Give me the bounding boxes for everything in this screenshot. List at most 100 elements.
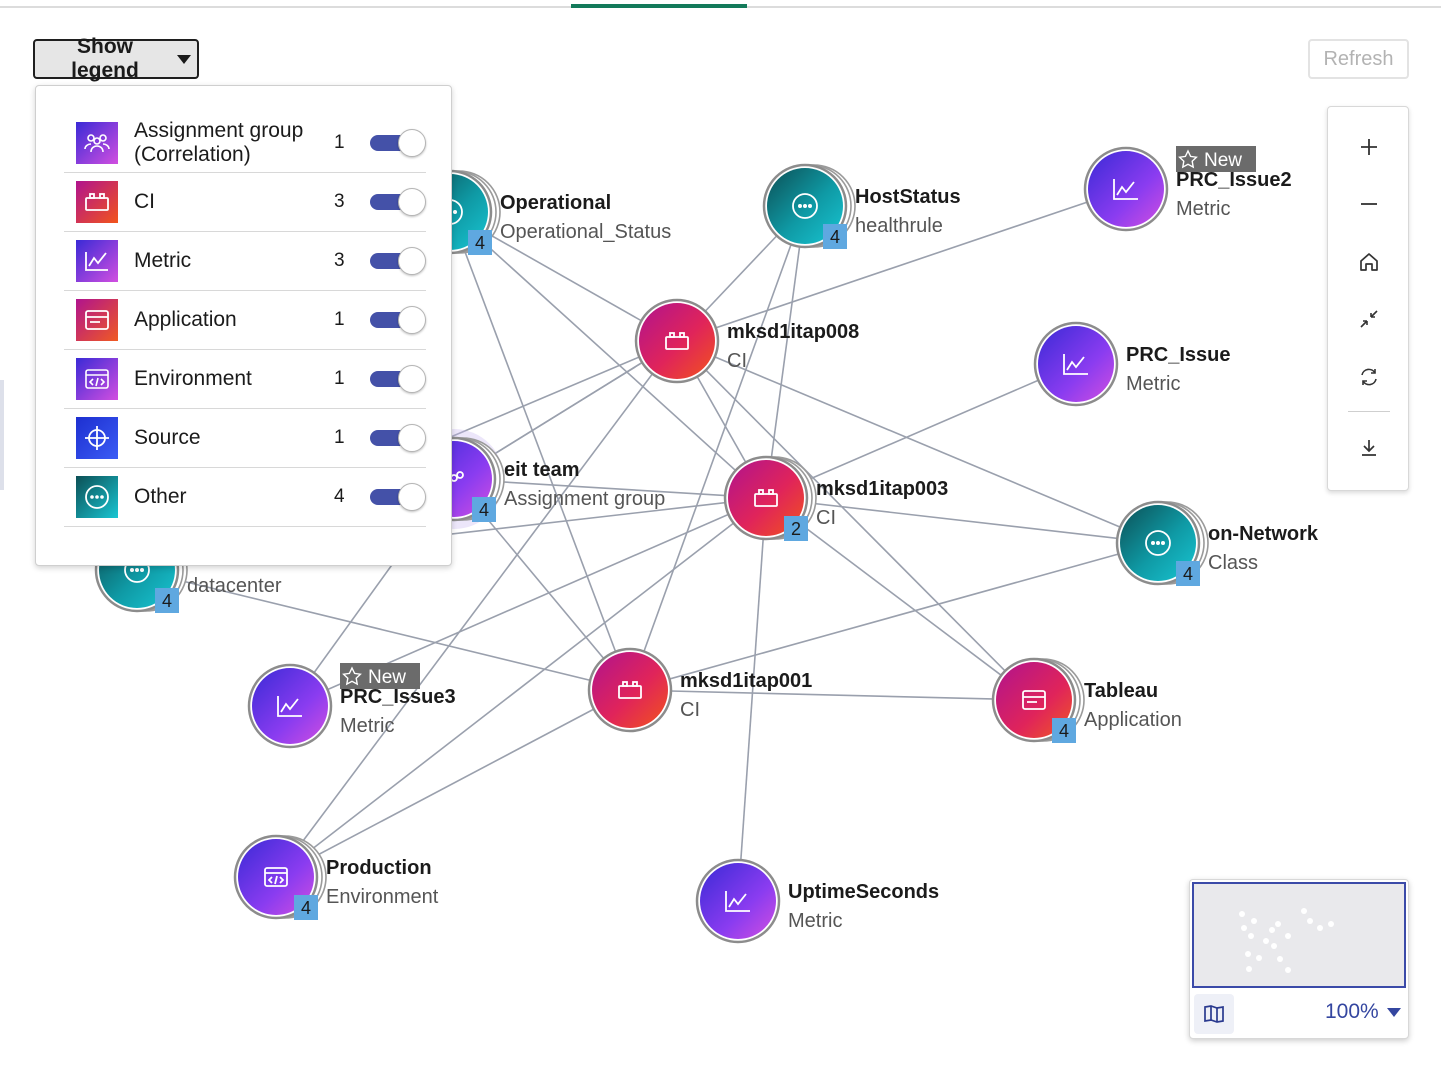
new-tag-label: New (1204, 150, 1242, 171)
graph-edge (449, 211, 631, 691)
team-icon (76, 122, 118, 164)
node-subtitle: CI (680, 699, 700, 721)
count-badge (784, 516, 808, 541)
map-icon (1204, 1005, 1224, 1023)
ci-icon (618, 681, 642, 699)
graph-edge (629, 542, 1159, 691)
ci-icon (76, 181, 118, 223)
legend-toggle-ci[interactable] (368, 188, 426, 216)
node-subtitle: healthrule (855, 215, 943, 237)
legend-row-ci: CI 3 (64, 173, 426, 232)
environment-icon (264, 867, 288, 887)
node-subtitle: Application (1084, 709, 1182, 731)
legend-toggle-application[interactable] (368, 306, 426, 334)
plus-icon (1361, 139, 1377, 155)
legend-count: 4 (334, 486, 345, 507)
minimap-viewport[interactable] (1192, 882, 1406, 988)
show-legend-label: Show legend (71, 35, 139, 82)
graph-edge (275, 340, 678, 878)
graph-edge (765, 363, 1077, 499)
zoom-level-dropdown[interactable]: 100% (1325, 1000, 1401, 1024)
source-icon (76, 417, 118, 459)
legend-toggle-metric[interactable] (368, 247, 426, 275)
count-badge-value: 2 (791, 519, 801, 539)
graph-edge (629, 205, 806, 691)
home-button[interactable] (1349, 242, 1389, 282)
count-badge-value: 4 (479, 500, 489, 520)
legend-row-assignment-group: Assignment group (Correlation) 1 (64, 114, 426, 173)
legend-toggle-other[interactable] (368, 483, 426, 511)
refresh-button[interactable]: Refresh (1308, 39, 1409, 79)
count-badge (294, 895, 318, 920)
node-subtitle: Assignment group (504, 488, 665, 510)
application-icon (1022, 690, 1046, 710)
graph-edge (449, 211, 767, 499)
graph-edge (275, 497, 767, 878)
legend-toggle-assignment-group[interactable] (368, 129, 426, 157)
legend-count: 3 (334, 250, 345, 271)
count-badge-value: 4 (1183, 564, 1193, 584)
zoom-out-button[interactable] (1349, 184, 1389, 224)
legend-toggle-environment[interactable] (368, 365, 426, 393)
ci-icon (754, 489, 778, 507)
node-title: Tableau (1084, 680, 1158, 702)
graph-edge (275, 689, 631, 878)
node-title: mksd1itap001 (680, 670, 812, 692)
other-icon (76, 476, 118, 518)
relayout-button[interactable] (1349, 357, 1389, 397)
graph-edge (629, 689, 1035, 701)
show-legend-button[interactable]: Show legend (33, 35, 199, 82)
new-tag: New (340, 663, 420, 689)
download-button[interactable] (1349, 428, 1389, 468)
refresh-cycle-icon (1361, 368, 1377, 386)
graph-edge (676, 188, 1127, 342)
node-title: Operational (500, 192, 611, 214)
legend-row-metric: Metric 3 (64, 232, 426, 291)
node-title: Production (326, 857, 432, 879)
legend-toggle-source[interactable] (368, 424, 426, 452)
environment-icon (76, 358, 118, 400)
count-badge (1052, 718, 1076, 743)
node-subtitle: Operational_Status (500, 221, 671, 243)
graph-edge (453, 478, 767, 499)
minus-icon (1361, 203, 1377, 205)
other-icon (1145, 530, 1171, 556)
node-subtitle: Metric (340, 715, 394, 737)
count-badge (472, 497, 496, 522)
node-subtitle: datacenter (187, 575, 282, 597)
graph-edge (765, 497, 1159, 544)
graph-edge (765, 205, 806, 499)
graph-edge (676, 340, 1035, 701)
legend-count: 1 (334, 309, 345, 330)
node-subtitle: CI (727, 350, 747, 372)
new-tag-label: New (368, 667, 406, 688)
zoom-in-button[interactable] (1349, 127, 1389, 167)
count-badge-value: 4 (475, 233, 485, 253)
fit-to-screen-button[interactable] (1349, 299, 1389, 339)
node-title: HostStatus (855, 186, 961, 208)
legend-label: Assignment group (Correlation) (134, 119, 304, 166)
graph-edge (676, 340, 1159, 544)
minimap[interactable]: 100% (1189, 879, 1409, 1039)
node-title: mksd1itap003 (816, 478, 948, 500)
node-title: PRC_Issue3 (340, 686, 456, 708)
minimap-toggle-button[interactable] (1194, 994, 1234, 1034)
node-subtitle: Metric (788, 910, 842, 932)
ci-icon (665, 332, 689, 350)
legend-label: CI (134, 190, 155, 213)
node-title: on-Network (1208, 523, 1319, 545)
metric-icon (277, 696, 302, 717)
node-subtitle: Metric (1126, 373, 1180, 395)
zoom-toolbar (1327, 106, 1409, 491)
